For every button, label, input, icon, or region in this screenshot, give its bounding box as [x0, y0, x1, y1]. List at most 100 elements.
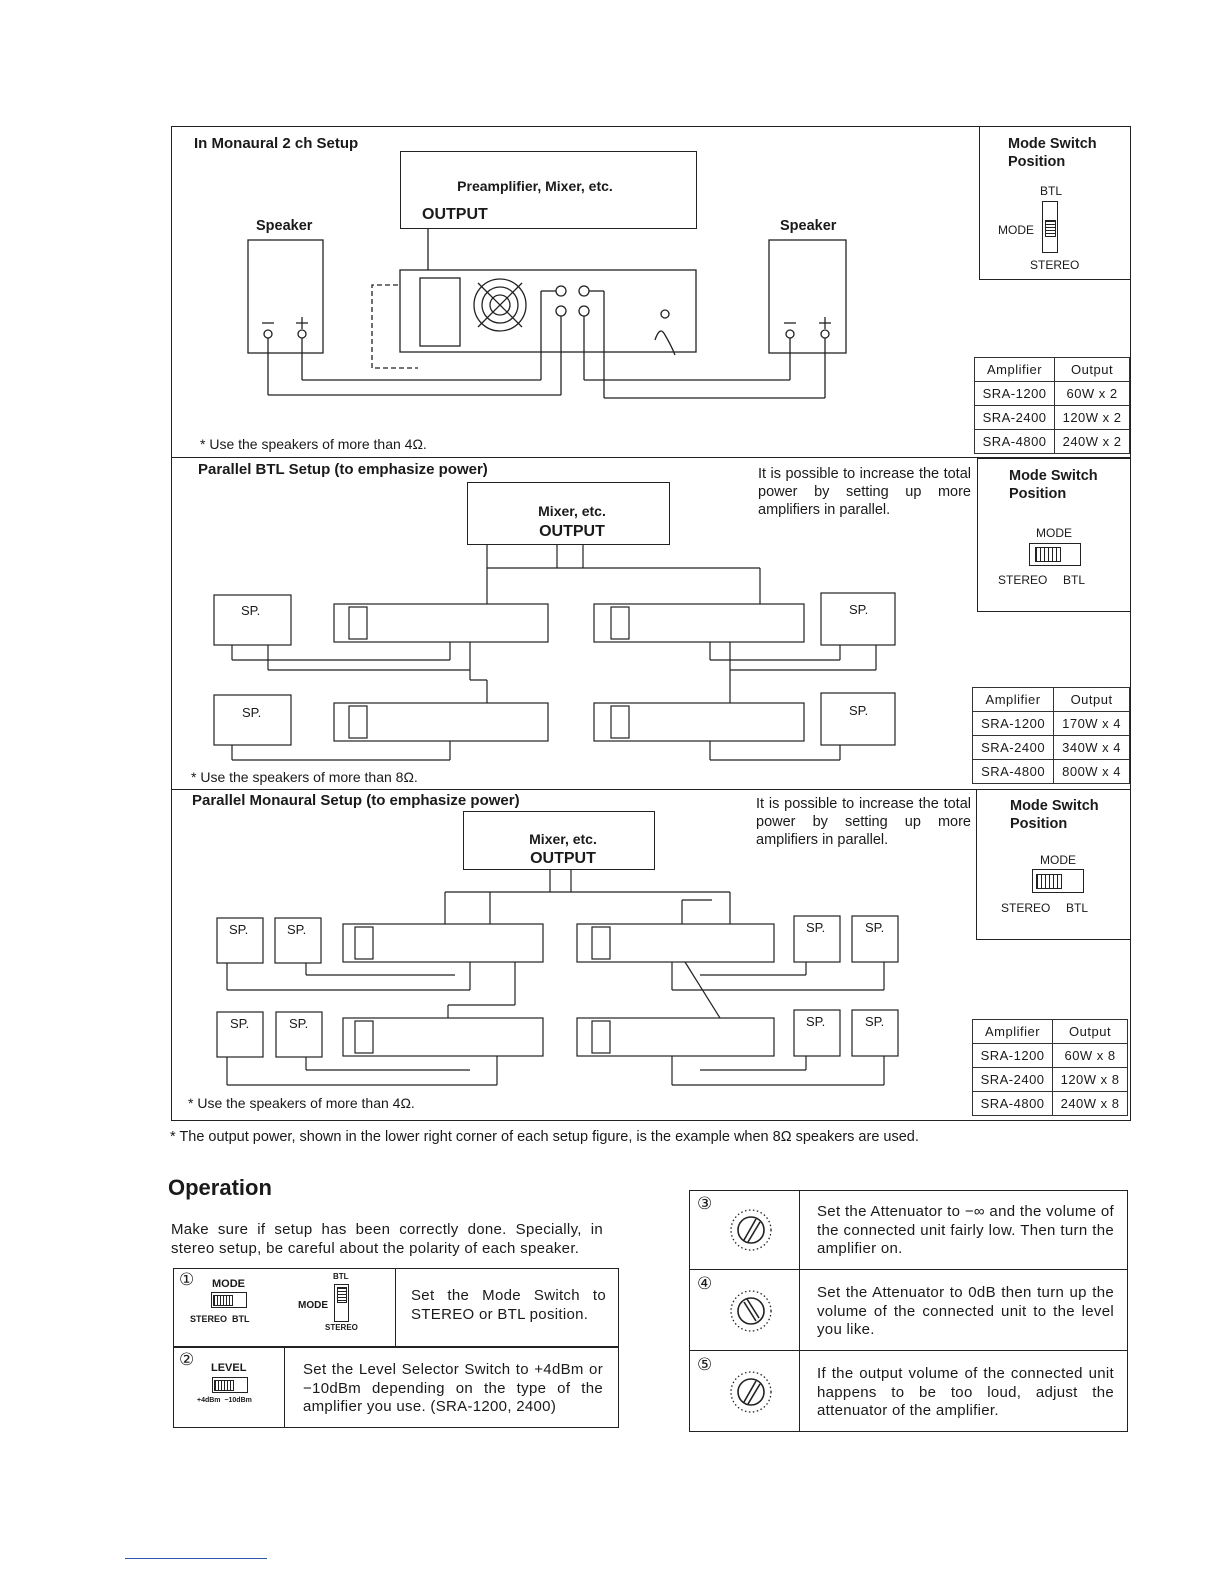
mode-panel-1-stereo: STEREO [1030, 258, 1080, 272]
sp-label: SP. [865, 920, 885, 935]
sp-box [851, 915, 899, 963]
table-cell: 340W x 4 [1053, 735, 1130, 760]
mode-switch-vertical-icon [1042, 201, 1058, 253]
op-right-divider [799, 1190, 800, 1432]
footnote: * The output power, shown in the lower r… [170, 1129, 919, 1145]
mode-panel-2-title2: Position [1009, 486, 1067, 502]
mode-panel-2-stereo: STEREO [998, 573, 1048, 587]
mode-panel-1-btl: BTL [1040, 184, 1063, 198]
table-header: Output [1053, 687, 1130, 712]
btl-output-label: OUTPUT [539, 523, 605, 540]
sp-box [216, 1011, 264, 1058]
mode-panel-3-stereo: STEREO [1001, 901, 1051, 915]
op-right-row-divider [689, 1269, 1128, 1270]
page-underline [125, 1558, 267, 1559]
table-cell: 60W x 2 [1054, 381, 1130, 406]
table-cell: SRA-1200 [971, 711, 1055, 736]
level-switch-icon [212, 1377, 248, 1393]
sp-box [216, 917, 264, 964]
btl-note: * Use the speakers of more than 8Ω. [191, 769, 418, 785]
op-step-1-stereo-btl: STEREO BTL [190, 1314, 250, 1324]
btl-mixer-box [467, 482, 670, 545]
table-header: Output [1052, 1019, 1128, 1044]
sp-label: SP. [242, 705, 262, 720]
table-cell: SRA-1200 [973, 381, 1056, 406]
mode-panel-1 [979, 126, 1131, 280]
sp-box [213, 594, 292, 646]
divider-2 [171, 789, 1131, 790]
section-title-mono2ch: In Monaural 2 ch Setup [194, 135, 359, 152]
sp-label: SP. [230, 1016, 250, 1031]
preamp-label: Preamplifier, Mixer, etc. [457, 178, 613, 194]
op-step-2-range: +4dBm −10dBm [197, 1397, 252, 1404]
sp-box [793, 1009, 841, 1057]
attenuator-knob-icon [737, 1216, 765, 1244]
op-step-1 [173, 1268, 619, 1347]
mode-panel-3 [976, 789, 1131, 940]
pmono-note: * Use the speakers of more than 4Ω. [188, 1095, 415, 1111]
op-step-2-text: Set the Level Selector Switch to +4dBm o… [303, 1361, 603, 1415]
table-cell: 800W x 4 [1053, 759, 1130, 784]
sp-label: SP. [849, 602, 869, 617]
op-step-4-num: ④ [697, 1274, 713, 1293]
table-cell: 240W x 2 [1054, 429, 1130, 454]
op-step-5-text: If the output volume of the connected un… [817, 1365, 1114, 1419]
mode-switch-vertical-icon [334, 1284, 349, 1322]
op-step-2-divider [284, 1347, 285, 1428]
op-step-1-mode: MODE [212, 1278, 245, 1290]
pmono-description: It is possible to increase the total pow… [756, 796, 971, 848]
sp-label: SP. [865, 1014, 885, 1029]
op-step-3-text: Set the Attenuator to −∞ and the volume … [817, 1203, 1114, 1257]
mode-switch-horizontal-icon [1029, 543, 1081, 566]
section-title-btl: Parallel BTL Setup (to emphasize power) [198, 461, 488, 478]
speaker-left-box [247, 239, 324, 354]
mode-panel-3-btl: BTL [1066, 901, 1089, 915]
table-cell: 120W x 2 [1054, 405, 1130, 430]
setup-frame [171, 126, 1131, 1121]
attenuator-knob-icon [737, 1297, 765, 1325]
mode-panel-1-mode: MODE [998, 223, 1034, 237]
mode-panel-1-title2: Position [1008, 154, 1066, 170]
sp-box [851, 1009, 899, 1057]
op-step-1-text: Set the Mode Switch to STEREO or BTL pos… [411, 1287, 606, 1323]
sp-label: SP. [849, 703, 869, 718]
table-header: Amplifier [973, 357, 1056, 382]
speaker-label-right: Speaker [780, 218, 837, 234]
table-header: Output [1054, 357, 1130, 382]
attenuator-knob-icon [737, 1378, 765, 1406]
sp-box [793, 915, 841, 963]
mode-panel-3-title: Mode Switch [1010, 798, 1099, 814]
sp-box [213, 694, 292, 746]
sp-label: SP. [241, 603, 261, 618]
op-step-1-num: ① [179, 1270, 195, 1289]
mode-switch-horizontal-icon [1032, 869, 1084, 893]
op-step-1-btl: BTL [333, 1272, 349, 1281]
mode-panel-2 [977, 458, 1131, 612]
op-step-1-stereo: STEREO [325, 1323, 358, 1332]
sp-box [820, 592, 896, 646]
op-right-table [689, 1190, 1128, 1432]
mode-panel-3-mode: MODE [1040, 853, 1076, 867]
op-step-3-num: ③ [697, 1194, 713, 1213]
table-cell: 60W x 8 [1052, 1043, 1128, 1068]
amplifier-rear [399, 269, 697, 353]
mode-panel-3-title2: Position [1010, 816, 1068, 832]
pmono-output-label: OUTPUT [530, 850, 596, 867]
table-cell: 120W x 8 [1052, 1067, 1128, 1092]
preamp-output-label: OUTPUT [422, 206, 488, 223]
pmono-mixer-box [463, 811, 655, 870]
op-step-4-text: Set the Attenuator to 0dB then turn up t… [817, 1284, 1114, 1338]
mode-panel-2-mode: MODE [1036, 526, 1072, 540]
table-cell: SRA-4800 [971, 759, 1055, 784]
speaker-label-left: Speaker [256, 218, 313, 234]
table-cell: SRA-4800 [971, 1091, 1054, 1116]
divider-1 [171, 457, 1131, 458]
btl-description: It is possible to increase the total pow… [758, 466, 971, 518]
speaker-right-box [768, 239, 847, 354]
sp-label: SP. [229, 922, 249, 937]
sp-box [820, 692, 896, 746]
